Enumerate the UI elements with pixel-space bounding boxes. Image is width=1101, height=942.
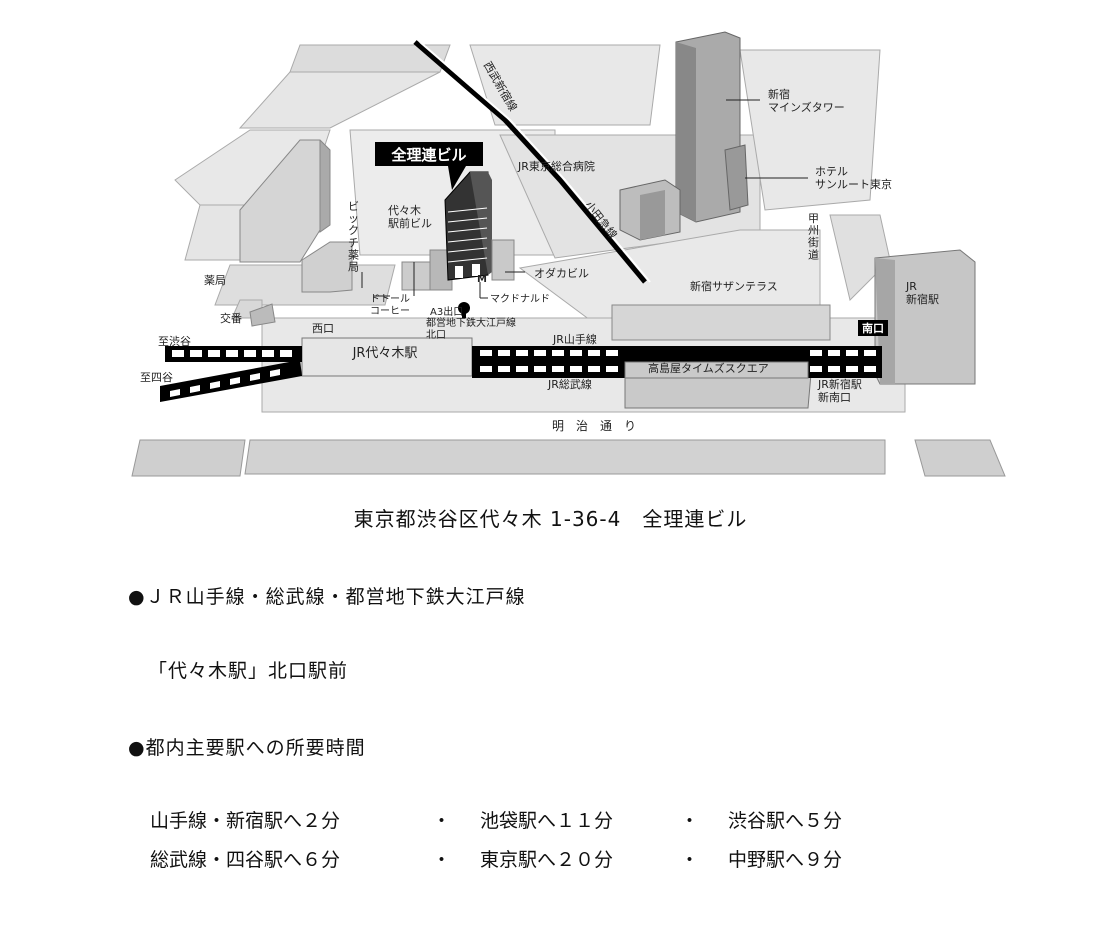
railway-tracks [160, 346, 882, 402]
meiji-dori-label: 明 治 通 り [552, 419, 636, 433]
lines-heading: ●ＪＲ山手線・総武線・都営地下鉄大江戸線 [128, 586, 526, 608]
oedo-north-exit-label: 都営地下鉄大江戸線北口 [426, 316, 516, 341]
koban-label: 交番 [220, 311, 242, 325]
yoyogi-station-label: JR代々木駅 [352, 346, 418, 361]
to-shibuya-label: 至渋谷 [158, 335, 191, 348]
to-yotsuya-label: 至四谷 [140, 371, 173, 384]
west-exit-label: 西口 [312, 322, 334, 335]
odakyu-bldg-label: オダカビル [534, 266, 589, 280]
separator-dot: ・ [432, 849, 452, 871]
south-exit-badge: 南口 [858, 320, 888, 336]
times-heading: ●都内主要駅への所要時間 [128, 737, 366, 759]
a3-exit-label: A3出口 [430, 305, 463, 318]
travel-time-item: 総武線・四谷駅へ６分 [150, 849, 341, 871]
takashimaya-label: 高島屋タイムズスクエア [648, 361, 769, 375]
subway-exit-icon [458, 302, 470, 318]
leader-lines [361, 99, 808, 299]
separator-dot: ・ [680, 849, 700, 871]
travel-time-item: 山手線・新宿駅へ２分 [150, 810, 341, 832]
svg-text:M: M [477, 274, 487, 285]
address-text: 東京都渋谷区代々木 1-36-4 全理連ビル [353, 507, 748, 531]
south-exit-label: 南口 [862, 321, 884, 335]
mcdonalds-icon: M [477, 274, 487, 285]
area-map: 全理連ビル 南口 M 西武新宿線 小田急線 JR東京総合病院 オダカビル 新宿サ… [131, 31, 1006, 477]
building-callout: 全理連ビル [375, 142, 483, 190]
travel-time-item: 東京駅へ２０分 [480, 849, 614, 871]
zenriren-building [444, 171, 492, 281]
diagonal-railways [413, 40, 651, 284]
yamanote-label: JR山手線 [552, 332, 597, 346]
hotel-label: ホテルサンルート東京 [815, 165, 892, 191]
bic-pharmacy-label: ビックチ薬局 [348, 200, 359, 274]
mcdonalds-label: マクドナルド [490, 293, 550, 305]
southern-terrace-label: 新宿サザンテラス [690, 279, 778, 293]
hospital-label: JR東京総合病院 [517, 159, 595, 173]
separator-dot: ・ [432, 810, 452, 832]
mines-tower-label: 新宿マインズタワー [768, 87, 845, 114]
koshu-kaido-label: 甲州街道 [808, 212, 819, 261]
building-name-label: 全理連ビル [390, 146, 466, 164]
station-note: 「代々木駅」北口駅前 [148, 660, 349, 682]
travel-time-item: 池袋駅へ１１分 [480, 810, 614, 832]
pharmacy-label: 薬局 [204, 274, 226, 287]
yoyogi-ekimae-label: 代々木駅前ビル [388, 204, 432, 230]
travel-time-item: 中野駅へ９分 [728, 849, 843, 871]
doutor-label: ドトールコーヒー [370, 294, 410, 317]
sobu-label: JR総武線 [547, 377, 592, 391]
travel-time-item: 渋谷駅へ５分 [728, 810, 843, 832]
separator-dot: ・ [680, 810, 700, 832]
new-south-exit-label: JR新宿駅新南口 [817, 377, 862, 404]
